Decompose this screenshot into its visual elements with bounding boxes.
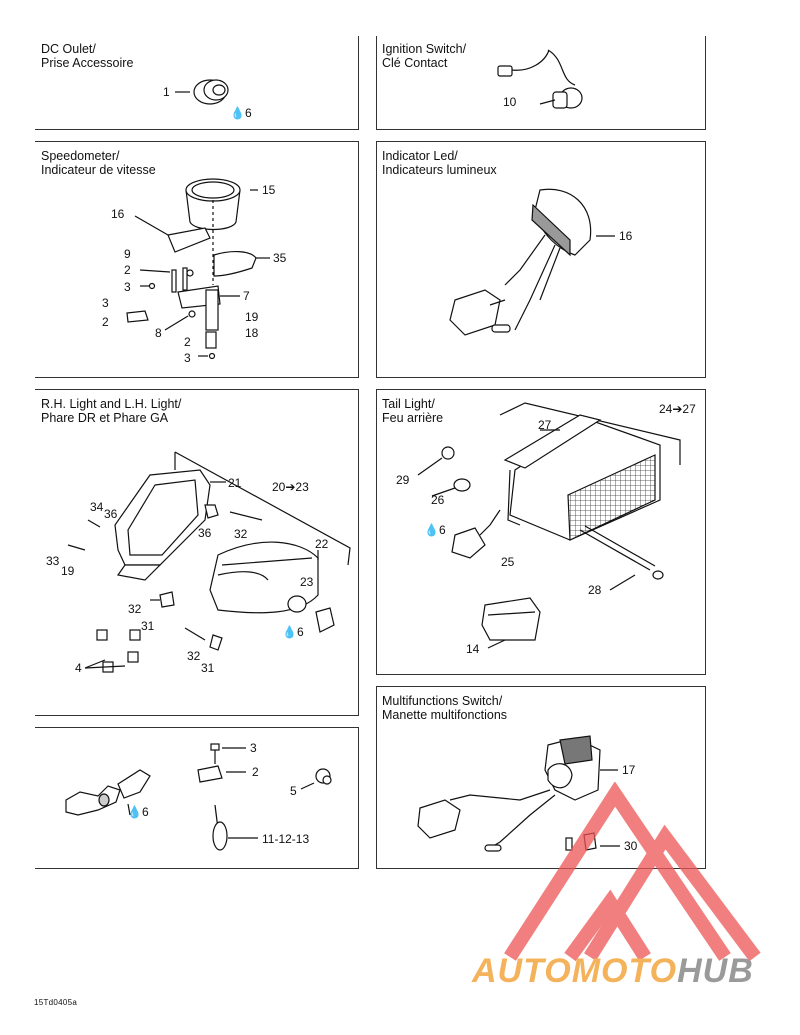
callout-17: 17	[622, 763, 636, 777]
panel-dc-outlet	[35, 36, 359, 130]
callout-26: 26	[431, 493, 445, 507]
oil-drop-icon: 💧	[282, 625, 297, 639]
callout-35: 35	[273, 251, 287, 265]
diagram-code: 15Td0405a	[34, 998, 78, 1007]
callout-16: 16	[111, 207, 125, 221]
callout-36b: 36	[198, 526, 212, 540]
callout-36a: 36	[104, 507, 118, 521]
callout-27: 27	[538, 418, 552, 432]
callout-2b: 2	[102, 315, 109, 329]
callout-2c: 2	[184, 335, 191, 349]
callout-19: 19	[61, 564, 75, 578]
callout-7: 7	[243, 289, 250, 303]
callout-25: 25	[501, 555, 515, 569]
multifunction-title: Multifunctions Switch/Manette multifonct…	[382, 694, 508, 722]
callout-11-12-13: 11-12-13	[262, 832, 310, 846]
callout-33: 33	[46, 554, 60, 568]
callout-22: 22	[315, 537, 329, 551]
callout-18: 18	[245, 326, 259, 340]
panel-tail	[376, 389, 706, 675]
callout-6: 💧6	[282, 625, 304, 639]
panel-indicator	[376, 141, 706, 378]
callout-16: 16	[619, 229, 633, 243]
callout-32b: 32	[128, 602, 142, 616]
panel-speedometer	[35, 141, 359, 378]
callout-20-23: 20➔23	[272, 480, 309, 494]
callout-5: 5	[290, 784, 297, 798]
panel-multifunction	[376, 686, 706, 869]
callout-32a: 32	[234, 527, 248, 541]
callout-10: 10	[503, 95, 517, 109]
callout-3c: 3	[184, 351, 191, 365]
panel-misc	[35, 727, 359, 869]
callout-9: 9	[124, 247, 131, 261]
callout-6: 💧6	[424, 523, 446, 537]
oil-drop-icon: 💧	[424, 523, 439, 537]
callout-2a: 2	[124, 263, 131, 277]
callout-4: 4	[75, 661, 82, 675]
callout-28: 28	[588, 583, 602, 597]
speedometer-title: Speedometer/Indicateur de vitesse	[41, 149, 156, 177]
indicator-title: Indicator Led/Indicateurs lumineux	[382, 149, 497, 177]
callout-23: 23	[300, 575, 314, 589]
callout-15: 15	[262, 183, 276, 197]
callout-14: 14	[466, 642, 480, 656]
callout-6: 💧6	[127, 805, 149, 819]
watermark-brand: AUTOMOTOHUB	[472, 952, 754, 990]
callout-19: 19	[245, 310, 259, 324]
callout-3: 3	[250, 741, 257, 755]
callout-21: 21	[228, 476, 242, 490]
oil-drop-icon: 💧	[127, 805, 142, 819]
callout-3a: 3	[124, 280, 131, 294]
lights-title: R.H. Light and L.H. Light/Phare DR et Ph…	[41, 397, 182, 425]
ignition-title: Ignition Switch/Clé Contact	[382, 42, 467, 70]
callout-8: 8	[155, 326, 162, 340]
callout-3b: 3	[102, 296, 109, 310]
callout-6: 💧6	[230, 106, 252, 120]
oil-drop-icon: 💧	[230, 106, 245, 120]
callout-29: 29	[396, 473, 410, 487]
tail-title: Tail Light/Feu arrière	[382, 397, 444, 425]
callout-30: 30	[624, 839, 638, 853]
callout-31b: 31	[201, 661, 215, 675]
callout-2: 2	[252, 765, 259, 779]
callout-31a: 31	[141, 619, 155, 633]
panel-lights	[35, 389, 359, 716]
triangle-logo-icon	[504, 782, 761, 962]
callout-34: 34	[90, 500, 104, 514]
dc-outlet-title: DC Oulet/Prise Accessoire	[41, 42, 134, 70]
panel-ignition	[376, 36, 706, 130]
callout-24-27: 24➔27	[659, 402, 696, 416]
callout-1: 1	[163, 85, 170, 99]
callout-32c: 32	[187, 649, 201, 663]
